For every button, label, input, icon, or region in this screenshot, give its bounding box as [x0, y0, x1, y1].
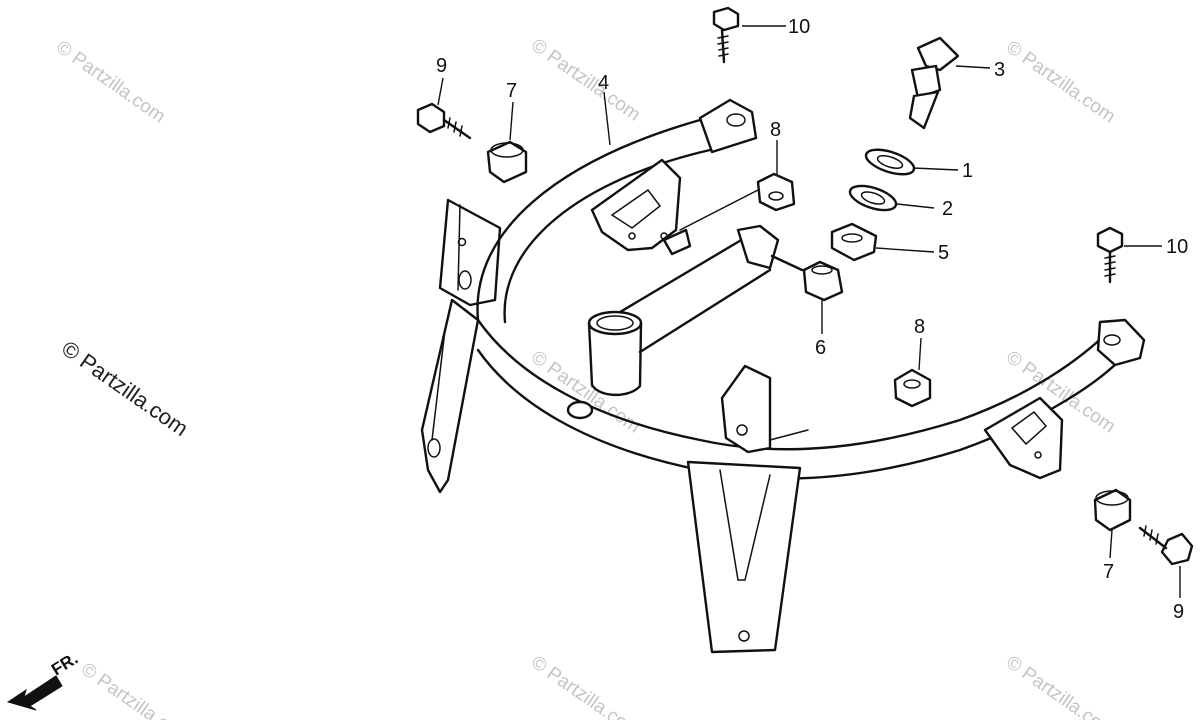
watermark: © Partzilla.com [52, 37, 169, 128]
front-arrow-icon [6, 675, 63, 711]
callouts: 10 3 4 1 2 5 6 8 8 7 9 10 7 9 [436, 16, 1188, 623]
callout-9: 9 [1173, 601, 1184, 623]
watermark: © Partzilla.com [77, 659, 194, 720]
callout-10: 10 [788, 16, 810, 38]
callout-1: 1 [962, 160, 973, 182]
callout-2: 2 [942, 198, 953, 220]
watermark: © Partzilla.com [527, 652, 644, 720]
watermark: © Partzilla.com [1002, 652, 1119, 720]
watermark: © Partzilla.com [527, 347, 644, 438]
side-watermark: © Partzilla.com [57, 336, 193, 442]
callout-4: 4 [598, 72, 609, 94]
leader-lines [437, 25, 1181, 598]
hardware-drawings [416, 6, 1194, 566]
callout-7: 7 [506, 80, 517, 102]
watermarks: © Partzilla.com © Partzilla.com © Partzi… [52, 35, 1119, 725]
callout-6: 6 [815, 337, 826, 359]
bolt-10-right [1096, 226, 1124, 284]
callout-5: 5 [938, 242, 949, 264]
callout-8: 8 [914, 316, 925, 338]
bolt-9-upper [416, 102, 472, 140]
front-direction-indicator: FR. [6, 649, 81, 711]
watermark: © Partzilla.com [1002, 37, 1119, 128]
callout-7: 7 [1103, 561, 1114, 583]
callout-10: 10 [1166, 236, 1188, 258]
bolt-9-lower [1138, 525, 1194, 566]
callout-3: 3 [994, 59, 1005, 81]
watermark: © Partzilla.com [527, 35, 644, 126]
front-label: FR. [48, 649, 81, 680]
sensor-3 [908, 36, 960, 130]
bolt-10-top [712, 6, 740, 64]
callout-8: 8 [770, 119, 781, 141]
callout-9: 9 [436, 55, 447, 77]
main-bracket-drawing [420, 98, 1146, 654]
